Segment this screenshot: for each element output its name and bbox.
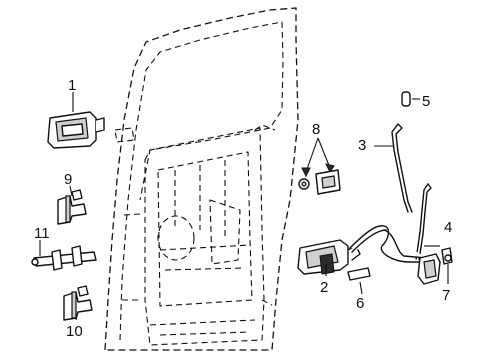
callout-7: 7: [442, 287, 450, 304]
part-3-rod: [374, 123, 413, 213]
part-11-check-strap: [31, 240, 97, 271]
callout-11: 11: [34, 225, 50, 242]
part-4-rod: [415, 183, 440, 261]
callout-9: 9: [64, 171, 72, 188]
part-1-inside-handle: [47, 92, 105, 149]
callout-6: 6: [356, 295, 364, 312]
part-10-lower-hinge: [63, 285, 93, 321]
cable-assembly: [349, 225, 431, 263]
part-9-upper-hinge: [57, 185, 87, 225]
callout-3: 3: [358, 137, 366, 154]
part-8-striker: [298, 137, 341, 195]
callout-1: 1: [68, 77, 76, 94]
callout-4: 4: [444, 219, 452, 236]
part-5-clip: [401, 91, 420, 107]
door-outline: [104, 7, 299, 351]
part-2-latch: [297, 239, 361, 276]
callout-2: 2: [320, 279, 328, 296]
part-7-actuator: [417, 247, 453, 285]
callout-5: 5: [422, 93, 430, 110]
part-6-pad: [347, 267, 371, 295]
callout-10: 10: [66, 323, 83, 340]
callout-8: 8: [312, 121, 320, 138]
